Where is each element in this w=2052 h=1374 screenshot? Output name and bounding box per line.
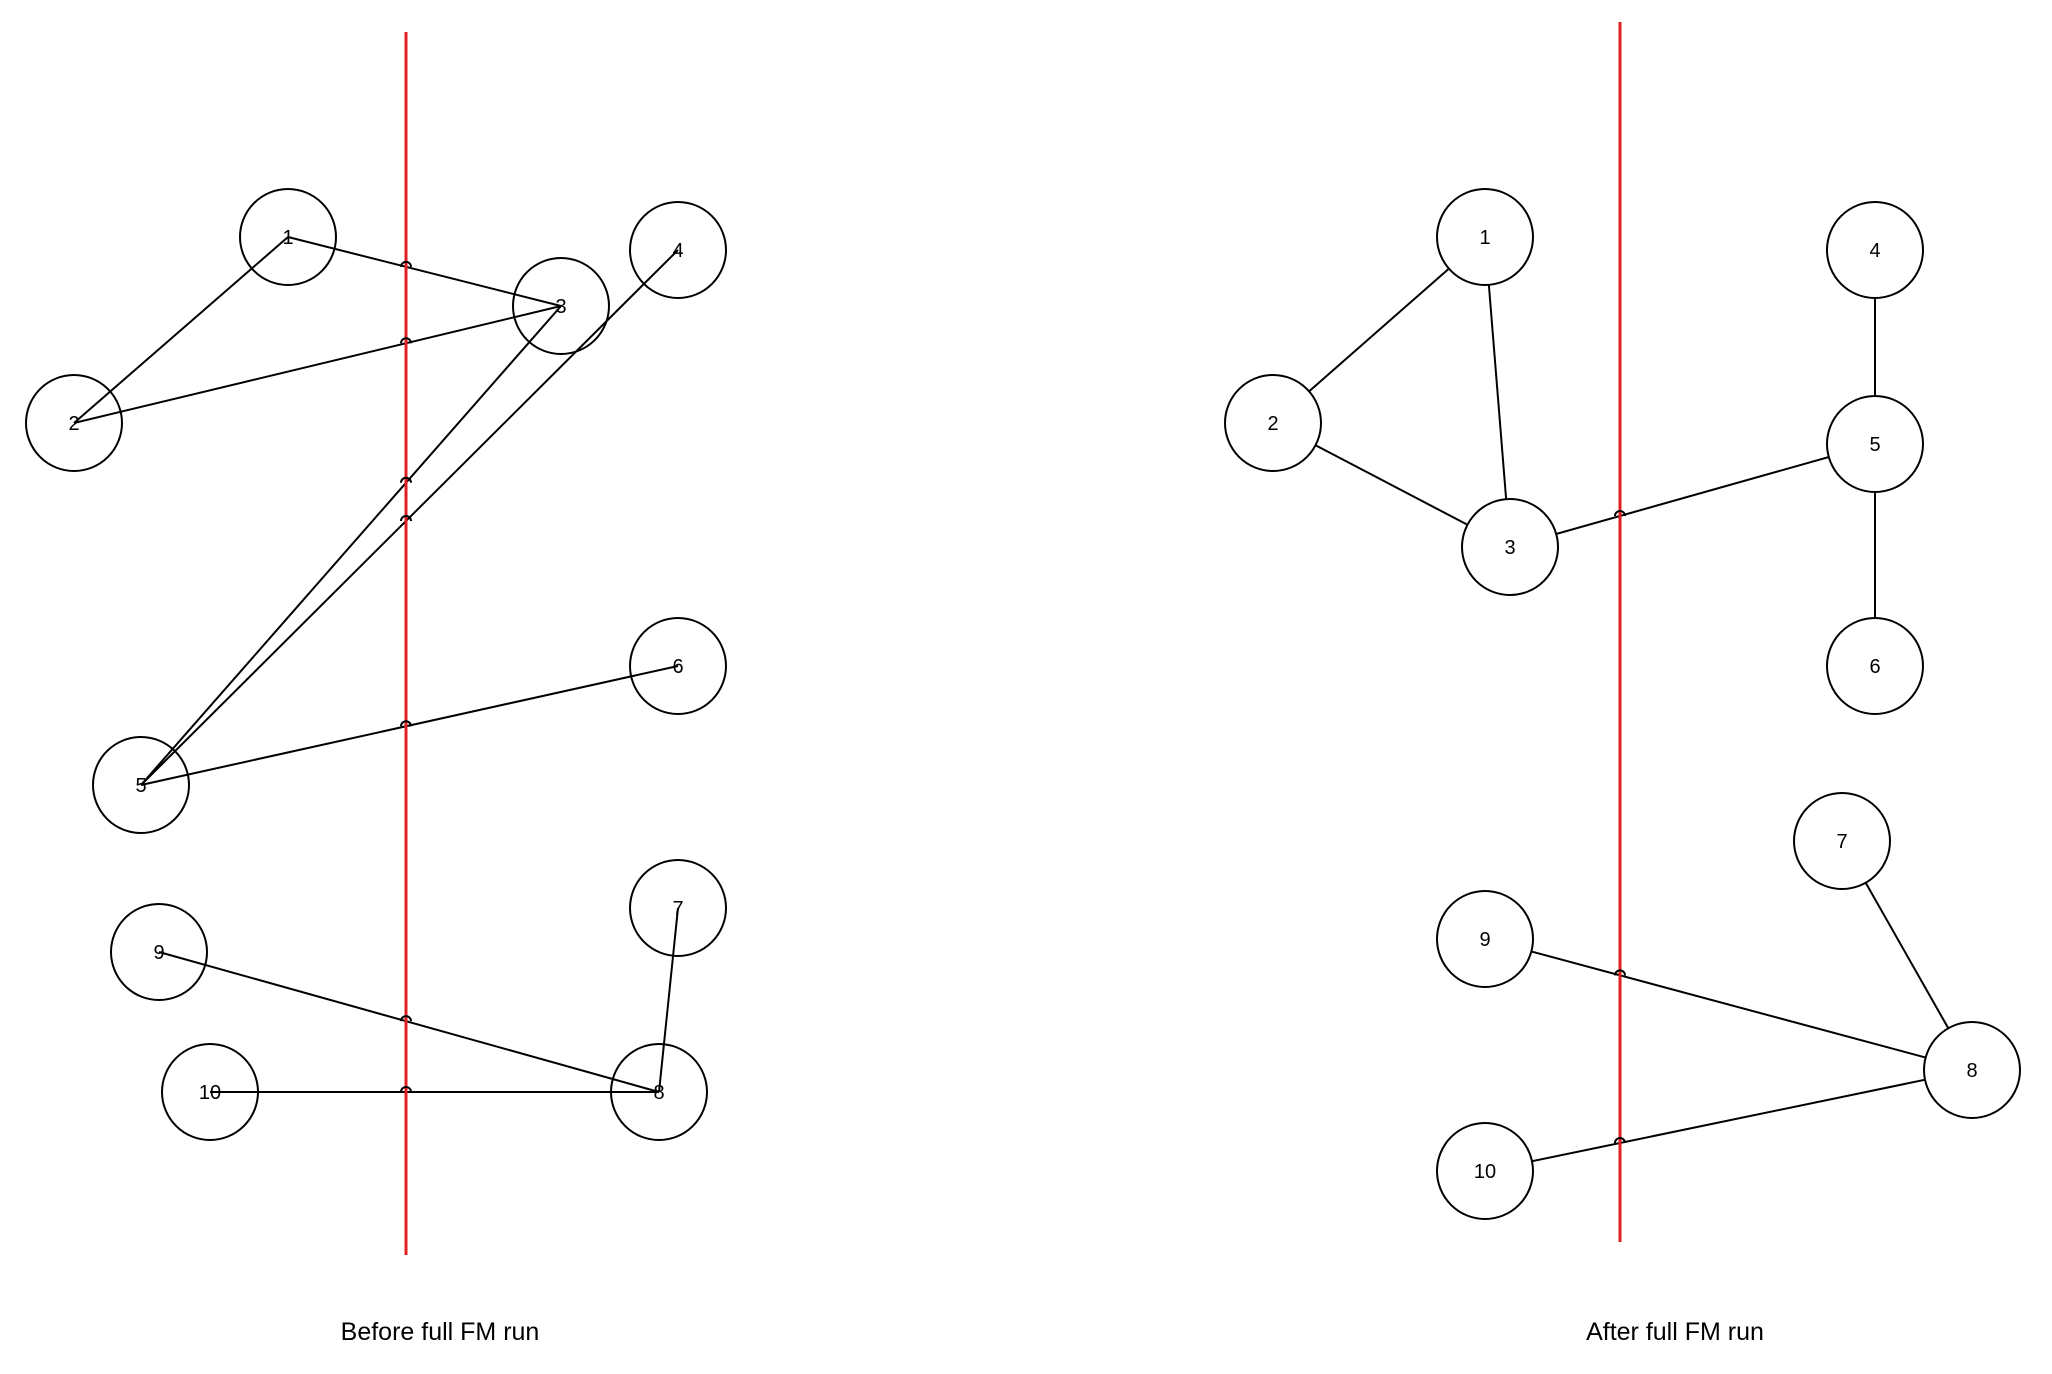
node-circle bbox=[110, 903, 208, 1001]
node-circle bbox=[1793, 792, 1891, 890]
edge-8-9 bbox=[158, 951, 660, 1093]
node-circle bbox=[239, 188, 337, 286]
node-circle bbox=[1826, 201, 1924, 299]
node-circle bbox=[1923, 1021, 2021, 1119]
node-9: 9 bbox=[1436, 890, 1534, 988]
node-6: 6 bbox=[629, 617, 727, 715]
edge-crossing-4-5 bbox=[400, 515, 412, 522]
node-circle bbox=[629, 201, 727, 299]
edge-1-3 bbox=[1484, 236, 1511, 548]
node-circle bbox=[161, 1043, 259, 1141]
node-10: 10 bbox=[1436, 1122, 1534, 1220]
node-3: 3 bbox=[1461, 498, 1559, 596]
edge-3-5 bbox=[140, 305, 562, 786]
node-5: 5 bbox=[1826, 395, 1924, 493]
edge-3-5 bbox=[1509, 443, 1876, 548]
node-1: 1 bbox=[239, 188, 337, 286]
node-1: 1 bbox=[1436, 188, 1534, 286]
edge-crossing-8-9 bbox=[400, 1015, 412, 1022]
node-circle bbox=[1224, 374, 1322, 472]
edge-2-3 bbox=[73, 305, 562, 424]
node-circle bbox=[25, 374, 123, 472]
node-4: 4 bbox=[629, 201, 727, 299]
node-label: 4 bbox=[1869, 240, 1880, 262]
node-4: 4 bbox=[1826, 201, 1924, 299]
node-2: 2 bbox=[25, 374, 123, 472]
edge-crossing-2-3 bbox=[400, 337, 412, 344]
node-label: 7 bbox=[1836, 831, 1847, 853]
edge-8-10 bbox=[1484, 1069, 1973, 1172]
node-8: 8 bbox=[610, 1043, 708, 1141]
node-circle bbox=[1436, 1122, 1534, 1220]
panel-after: 1 2 3 4 5 6 7 8 9 10 bbox=[1224, 22, 2021, 1242]
node-circle bbox=[1436, 890, 1534, 988]
node-label: 2 bbox=[1267, 413, 1278, 435]
node-2: 2 bbox=[1224, 374, 1322, 472]
node-label: 1 bbox=[1479, 227, 1490, 249]
node-circle bbox=[512, 257, 610, 355]
caption-before: Before full FM run bbox=[340, 1318, 540, 1346]
edge-crossing-5-6 bbox=[400, 720, 412, 727]
node-label: 7 bbox=[672, 898, 683, 920]
node-5: 5 bbox=[92, 736, 190, 834]
node-circle bbox=[629, 617, 727, 715]
node-circle bbox=[92, 736, 190, 834]
node-6: 6 bbox=[1826, 617, 1924, 715]
node-label: 3 bbox=[1504, 537, 1515, 559]
node-circle bbox=[1436, 188, 1534, 286]
node-circle bbox=[1826, 617, 1924, 715]
edge-crossing-8-9 bbox=[1614, 969, 1626, 976]
node-7: 7 bbox=[629, 859, 727, 957]
edge-7-8 bbox=[658, 907, 679, 1093]
node-label: 10 bbox=[199, 1082, 221, 1104]
node-7: 7 bbox=[1793, 792, 1891, 890]
node-circle bbox=[1826, 395, 1924, 493]
edge-crossing-8-10 bbox=[1614, 1137, 1626, 1144]
edge-crossing-3-5 bbox=[400, 476, 412, 483]
node-circle bbox=[629, 859, 727, 957]
edge-5-6 bbox=[140, 665, 679, 786]
edge-1-2 bbox=[73, 236, 289, 424]
edge-crossing-3-5 bbox=[1614, 510, 1626, 517]
edge-8-9 bbox=[1484, 938, 1973, 1071]
node-8: 8 bbox=[1923, 1021, 2021, 1119]
node-label: 5 bbox=[135, 775, 146, 797]
node-label: 6 bbox=[672, 656, 683, 678]
node-label: 4 bbox=[672, 240, 683, 262]
node-label: 5 bbox=[1869, 434, 1880, 456]
node-label: 10 bbox=[1474, 1161, 1496, 1183]
node-label: 9 bbox=[153, 942, 164, 964]
edge-crossing-1-3 bbox=[400, 260, 412, 267]
edge-1-3 bbox=[287, 236, 562, 307]
node-9: 9 bbox=[110, 903, 208, 1001]
node-3: 3 bbox=[512, 257, 610, 355]
node-10: 10 bbox=[161, 1043, 259, 1141]
node-label: 1 bbox=[282, 227, 293, 249]
node-label: 8 bbox=[653, 1082, 664, 1104]
caption-after: After full FM run bbox=[1586, 1318, 1764, 1346]
edge-crossing-8-10 bbox=[400, 1086, 412, 1093]
panel-before: 1 2 3 4 5 6 7 8 9 10 bbox=[25, 32, 727, 1255]
node-label: 6 bbox=[1869, 656, 1880, 678]
node-label: 3 bbox=[555, 296, 566, 318]
node-label: 8 bbox=[1966, 1060, 1977, 1082]
node-label: 9 bbox=[1479, 929, 1490, 951]
node-label: 2 bbox=[68, 413, 79, 435]
node-circle bbox=[1461, 498, 1559, 596]
node-circle bbox=[610, 1043, 708, 1141]
